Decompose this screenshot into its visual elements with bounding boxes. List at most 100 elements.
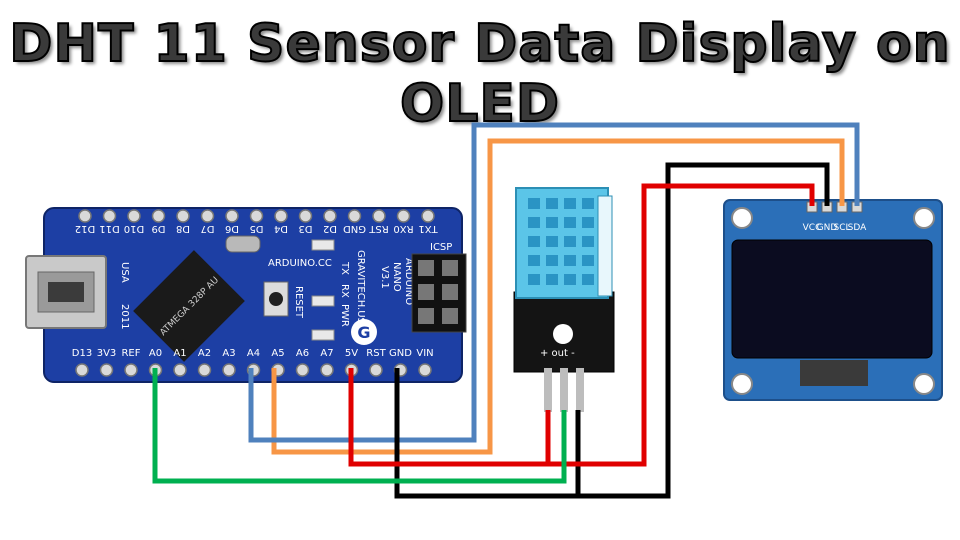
top-pin-d6 bbox=[225, 209, 239, 223]
sensor-pin-out bbox=[560, 368, 568, 412]
bottom-pin-label: A4 bbox=[247, 348, 260, 359]
top-pin-label: D2 bbox=[323, 223, 337, 234]
top-pin-rst bbox=[372, 209, 386, 223]
grille-slot bbox=[564, 274, 576, 285]
top-pin-label: D12 bbox=[75, 223, 95, 234]
grille-slot bbox=[546, 217, 558, 228]
top-pin-d7 bbox=[200, 209, 215, 223]
model-line-3: V3.1 bbox=[379, 266, 390, 289]
top-pin-label: D4 bbox=[274, 223, 288, 234]
grille-slot bbox=[528, 217, 540, 228]
sensor-pin-vcc bbox=[544, 368, 552, 412]
led-pwr bbox=[311, 329, 335, 341]
icsp-label: ICSP bbox=[430, 242, 452, 253]
grille-slot bbox=[528, 198, 540, 209]
bottom-pin-a3 bbox=[222, 363, 236, 377]
oled-pin-label: SCL bbox=[833, 223, 850, 233]
sensor-side-strip bbox=[597, 195, 613, 297]
oled-pin-label: VCC bbox=[803, 223, 822, 233]
grille-slot bbox=[564, 236, 576, 247]
bottom-pin-label: A0 bbox=[149, 348, 162, 359]
usb-connector bbox=[25, 255, 107, 329]
grille-slot bbox=[564, 217, 576, 228]
sensor-grille bbox=[528, 198, 594, 285]
reset-label: RESET bbox=[293, 286, 304, 319]
wire-a0-data bbox=[152, 368, 567, 484]
diagram-title: DHT 11 Sensor Data Display on OLED bbox=[8, 13, 951, 135]
bottom-pin-label: A3 bbox=[222, 348, 235, 359]
top-pin-label: D10 bbox=[124, 223, 144, 234]
top-pin-label: D11 bbox=[99, 223, 119, 234]
country-label: USA bbox=[119, 262, 130, 283]
top-pin-d11 bbox=[102, 209, 117, 223]
bottom-pin-label: A1 bbox=[173, 348, 186, 359]
dht11-sensor-module: + out - bbox=[513, 187, 615, 412]
top-pin-label: D7 bbox=[200, 223, 214, 234]
bottom-pin-label: D13 bbox=[72, 348, 92, 359]
bottom-pin-a2 bbox=[197, 363, 212, 377]
crystal bbox=[225, 235, 261, 253]
oled-screen bbox=[731, 239, 933, 359]
bottom-pin-vin bbox=[418, 363, 432, 377]
sensor-pin-labels: + out - bbox=[540, 348, 575, 359]
bottom-pin-label: A2 bbox=[198, 348, 211, 359]
top-pin-d8 bbox=[176, 209, 190, 223]
top-pin-d9 bbox=[151, 209, 166, 223]
bottom-pin-a6 bbox=[295, 363, 310, 377]
rx-label: RX bbox=[339, 284, 350, 298]
top-pin-label: D9 bbox=[151, 223, 165, 234]
top-pin-d5 bbox=[249, 209, 264, 223]
grille-slot bbox=[564, 198, 576, 209]
gravitech-logo: G bbox=[351, 319, 377, 345]
grille-slot bbox=[582, 255, 594, 266]
bottom-pin-ref bbox=[124, 363, 138, 377]
led-rx bbox=[311, 295, 335, 307]
bottom-pin-a1 bbox=[173, 363, 187, 377]
grille-slot bbox=[546, 198, 558, 209]
top-pin-d3 bbox=[298, 209, 313, 223]
reset-button bbox=[263, 281, 289, 317]
top-pin-label: D6 bbox=[225, 223, 239, 234]
oled-pin-label: GND bbox=[817, 223, 838, 233]
wire-gnd bbox=[394, 162, 830, 499]
bottom-pin-label: A5 bbox=[271, 348, 284, 359]
grille-slot bbox=[546, 274, 558, 285]
icsp-header bbox=[411, 253, 467, 333]
bottom-pin-label: 5V bbox=[345, 348, 358, 359]
grille-slot bbox=[582, 236, 594, 247]
bottom-pin-label: 3V3 bbox=[97, 348, 117, 359]
svg-text:G: G bbox=[357, 323, 370, 342]
bottom-pin-3v3 bbox=[99, 363, 114, 377]
grille-slot bbox=[528, 255, 540, 266]
tx-label: TX bbox=[339, 261, 350, 275]
top-pin-label: D8 bbox=[176, 223, 190, 234]
top-pin-d10 bbox=[127, 209, 141, 223]
sensor-pin-gnd bbox=[576, 368, 584, 412]
top-pin-label: D5 bbox=[249, 223, 263, 234]
top-pin-gnd bbox=[347, 209, 362, 223]
grille-slot bbox=[546, 255, 558, 266]
top-pin-label: RX0 bbox=[393, 223, 413, 234]
top-pin-label: D3 bbox=[298, 223, 312, 234]
bottom-pin-a7 bbox=[320, 363, 334, 377]
year-label: 2011 bbox=[119, 304, 130, 329]
oled-ribbon bbox=[800, 360, 868, 386]
grille-slot bbox=[582, 274, 594, 285]
bottom-pin-label: A7 bbox=[320, 348, 333, 359]
grille-slot bbox=[528, 274, 540, 285]
bottom-pin-label: VIN bbox=[416, 348, 433, 359]
top-pin-d12 bbox=[78, 209, 92, 223]
brand-label: ARDUINO.CC bbox=[268, 258, 332, 269]
top-pin-label: RST bbox=[368, 223, 388, 234]
grille-slot bbox=[564, 255, 576, 266]
wire-a4-sda bbox=[248, 122, 860, 443]
bottom-pin-label: A6 bbox=[296, 348, 309, 359]
bottom-pin-label: REF bbox=[121, 348, 140, 359]
top-pin-d4 bbox=[274, 209, 288, 223]
top-pin-label: GND bbox=[343, 223, 366, 234]
model-line-2: NANO bbox=[391, 262, 402, 292]
